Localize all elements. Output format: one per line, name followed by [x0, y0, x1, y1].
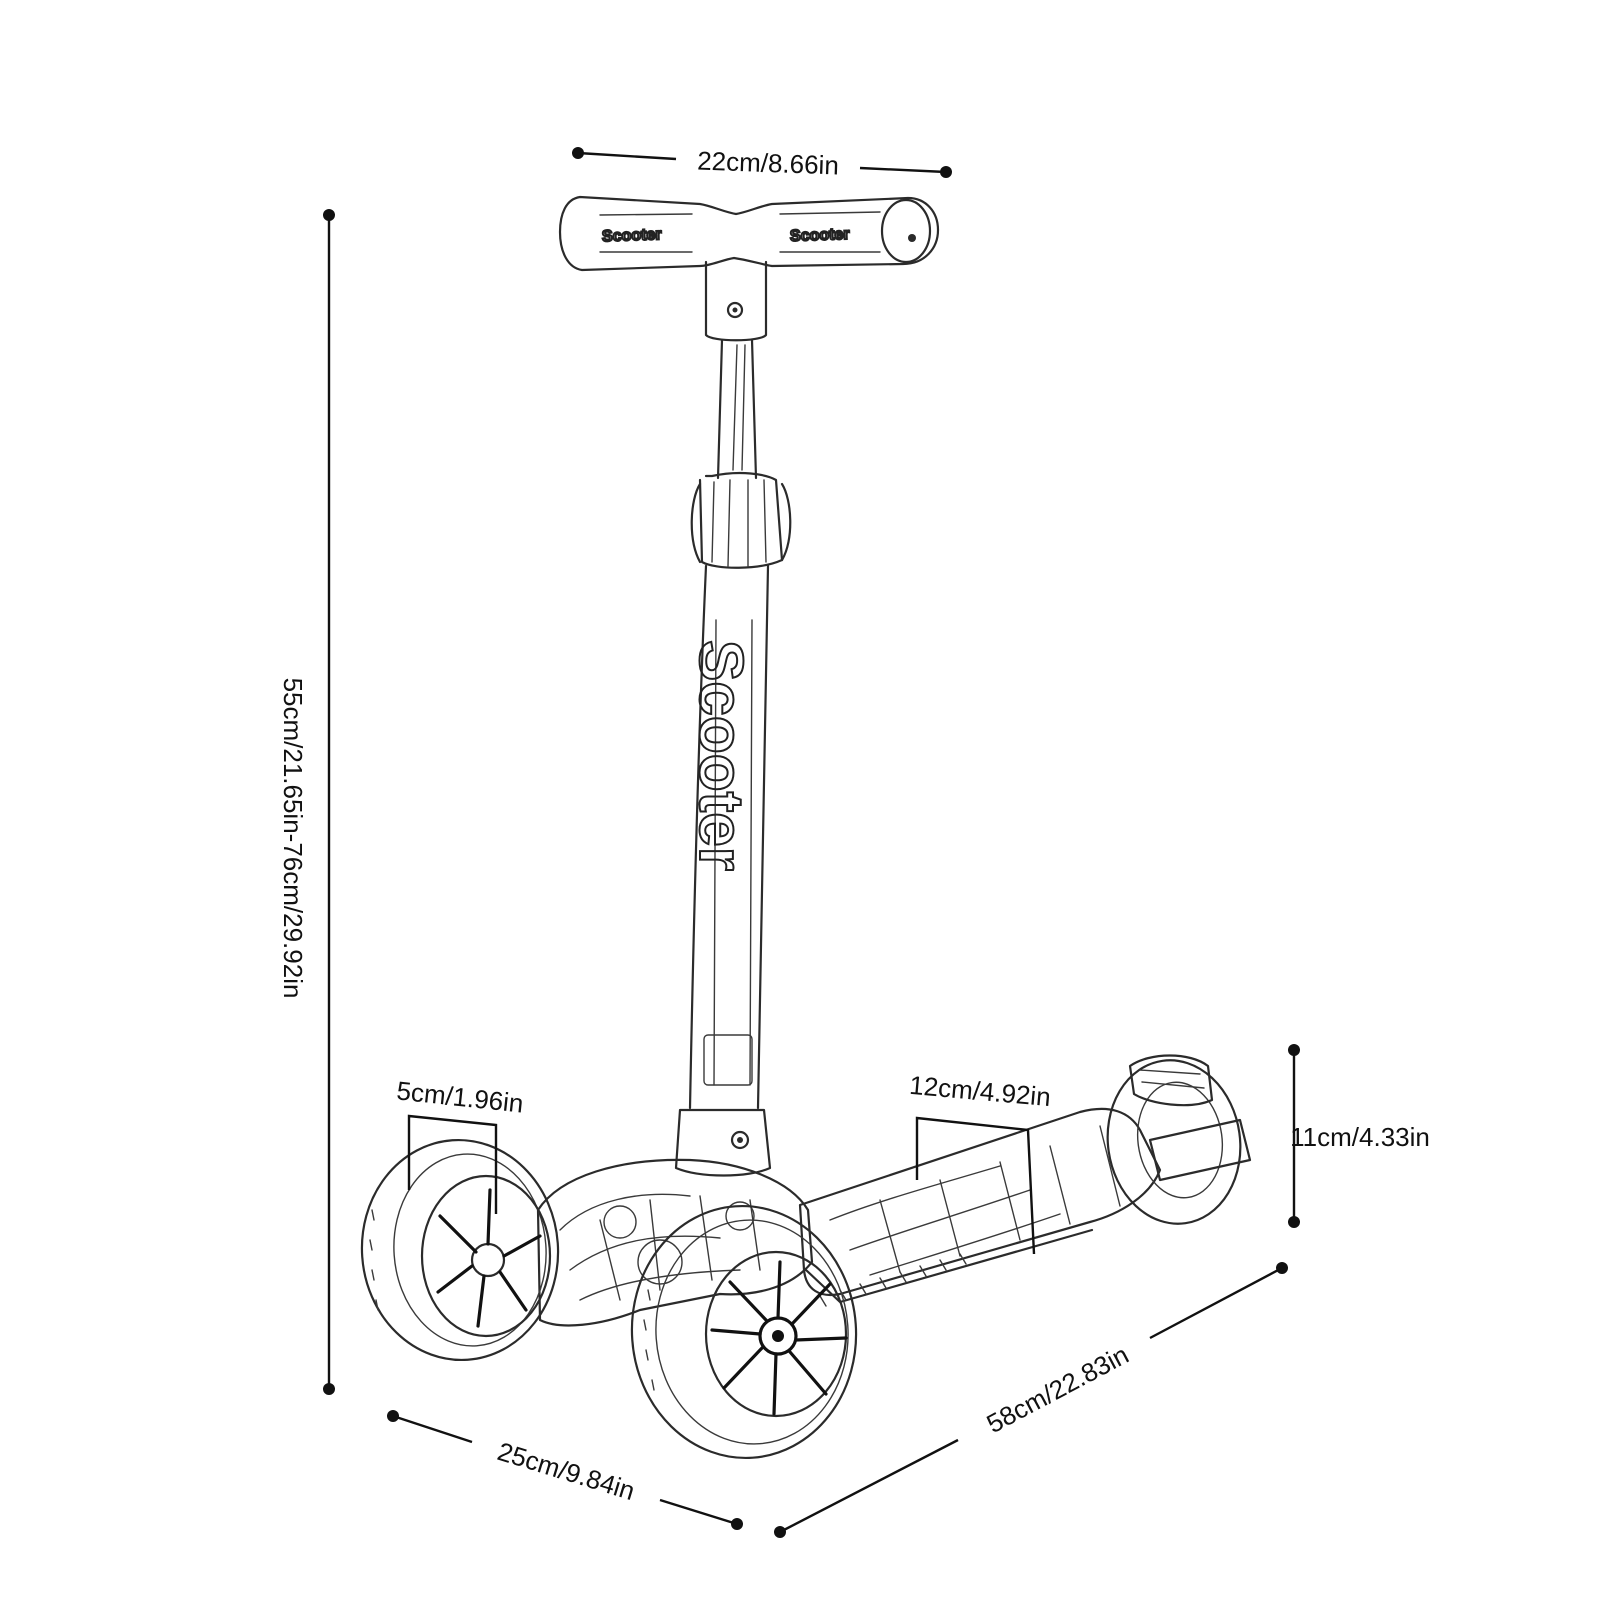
- handlebar-width-label: 22cm/8.66in: [697, 146, 840, 181]
- deck: [798, 1107, 1162, 1307]
- grip-logo-left: Scooter: [602, 226, 662, 245]
- lower-stem: Scooter: [685, 564, 770, 1110]
- dim-rear-wheel-height: 11cm/4.33in: [1288, 1044, 1430, 1228]
- upper-stem: [716, 338, 758, 480]
- dim-wheel-width: 5cm/1.96in: [395, 1075, 525, 1214]
- dim-handlebar-width: 22cm/8.66in: [572, 146, 952, 181]
- dim-overall-length: 58cm/22.83in: [774, 1262, 1288, 1538]
- rear-wheel: [1106, 1054, 1252, 1225]
- dim-front-track-width: 25cm/9.84in: [387, 1410, 743, 1530]
- height-clamp: [690, 471, 792, 569]
- height-range-label: 55cm/21.65in-76cm/29.92in: [278, 678, 308, 999]
- wheel-width-label: 5cm/1.96in: [395, 1075, 525, 1118]
- front-body: [536, 1158, 814, 1327]
- dimension-annotations: 22cm/8.66in 55cm/21.65in-76cm/29.92in 5c…: [278, 146, 1430, 1538]
- handlebar: Scooter Scooter: [558, 195, 940, 342]
- rear-wheel-height-label: 11cm/4.33in: [1290, 1122, 1430, 1152]
- stem-logo: Scooter: [686, 640, 755, 871]
- grip-logo-right: Scooter: [790, 226, 850, 245]
- left-front-wheel: [360, 1138, 560, 1362]
- right-front-wheel: [630, 1204, 858, 1460]
- dim-height: 55cm/21.65in-76cm/29.92in: [278, 209, 335, 1395]
- overall-length-label: 58cm/22.83in: [982, 1339, 1134, 1439]
- deck-width-label: 12cm/4.92in: [908, 1070, 1052, 1112]
- scooter-illustration: Scooter Scooter Scooter: [360, 195, 1252, 1460]
- front-track-width-label: 25cm/9.84in: [494, 1436, 638, 1506]
- steering-block: [674, 1108, 772, 1177]
